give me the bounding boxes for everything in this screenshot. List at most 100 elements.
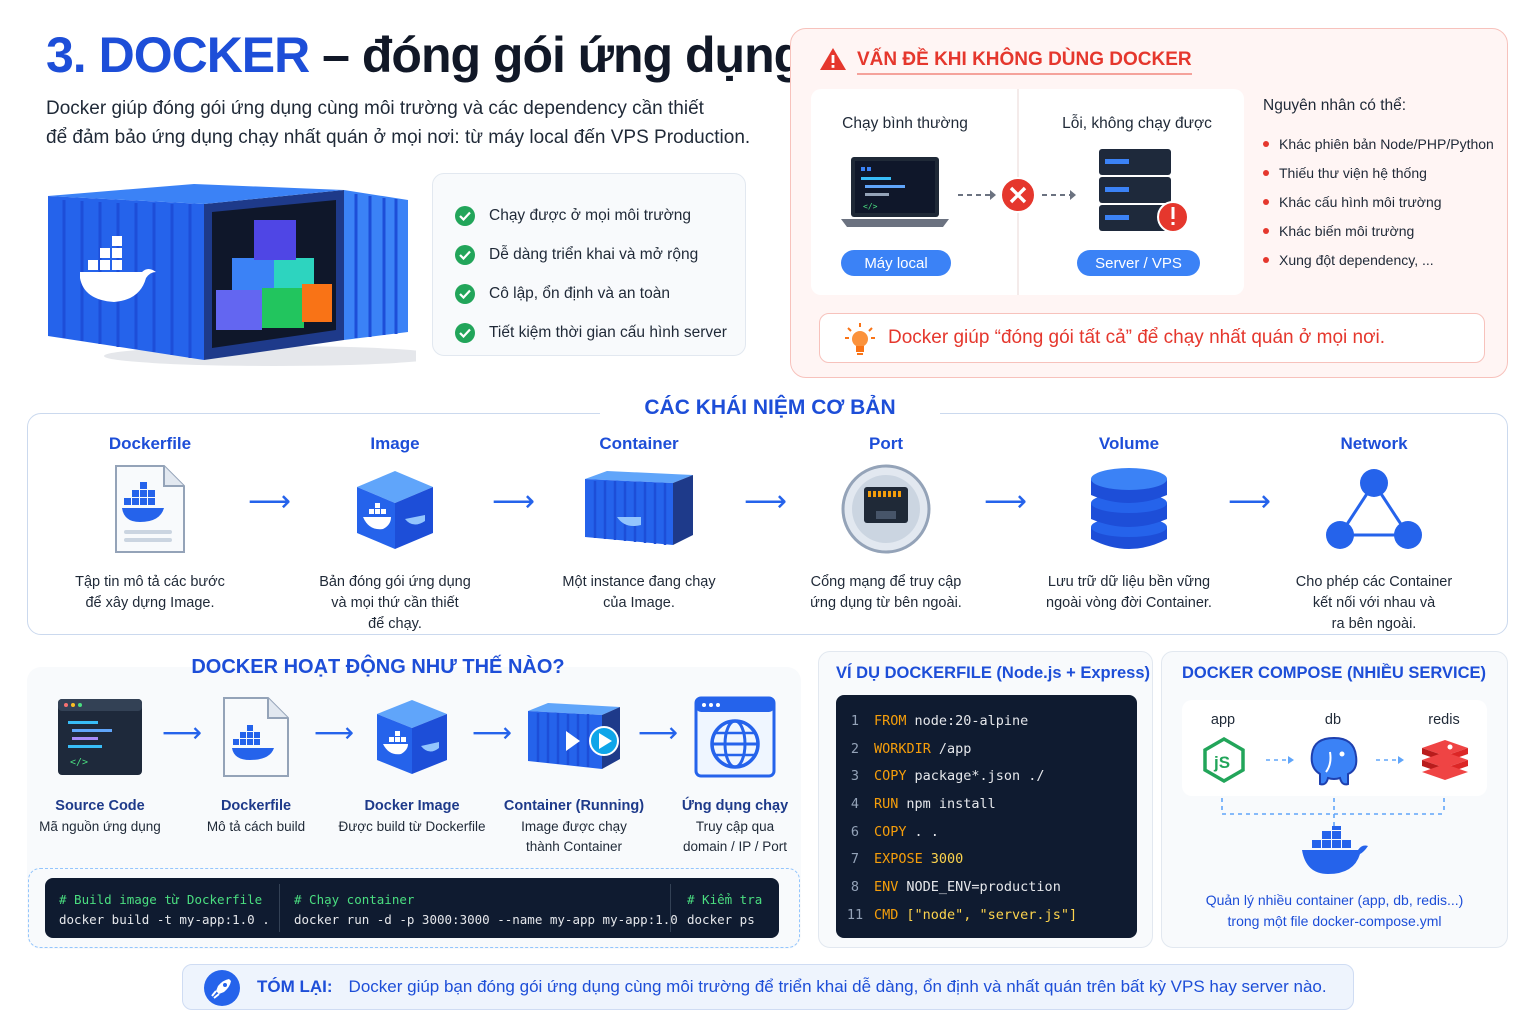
bullet (1263, 256, 1269, 263)
step-desc: Image được chạy (521, 819, 627, 834)
docker-whale-icon (1302, 826, 1368, 874)
causes-list: Nguyên nhân có thể: Khác phiên bản Node/… (1263, 97, 1503, 274)
summary-label: TÓM LẠI: (257, 977, 333, 996)
step-desc: Được build từ Dockerfile (338, 819, 486, 834)
database-volume-icon (1091, 468, 1167, 549)
code-keyword: ENV (874, 878, 899, 895)
postgresql-icon (1310, 736, 1358, 786)
tip-box: Docker giúp “đóng gói tất cả” để chạy nh… (819, 313, 1485, 363)
service-redis-label: redis (1428, 712, 1460, 728)
intro-line-2: để đảm bảo ứng dụng chạy nhất quán ở mọi… (46, 127, 751, 148)
command-text: docker ps (687, 912, 755, 927)
benefit-label: Chạy được ở mọi môi trường (489, 206, 691, 224)
dockerfile-icon (223, 697, 289, 777)
step-container-running: Container (Running) Image được chạy thành… (494, 694, 654, 857)
benefit-label: Dễ dàng triển khai và mở rộng (489, 245, 699, 263)
cause-item: Khác phiên bản Node/PHP/Python (1263, 129, 1503, 158)
service-db-label: db (1324, 712, 1342, 728)
local-machine-label: Máy local (841, 250, 951, 276)
code-keyword: WORKDIR (874, 740, 931, 757)
rocket-icon (204, 970, 240, 1006)
compose-description: Quản lý nhiều container (app, db, redis.… (1166, 890, 1503, 932)
command-comment: # Kiểm tra (687, 892, 763, 907)
redis-icon (1422, 740, 1468, 780)
check-icon (455, 205, 475, 226)
code-keyword: RUN (874, 795, 899, 812)
benefit-item: Chạy được ở mọi môi trường (455, 196, 745, 235)
code-keyword: CMD (874, 906, 899, 923)
code-editor-icon: </> (58, 699, 142, 775)
how-title: DOCKER HOẠT ĐỘNG NHƯ THẾ NÀO? (191, 656, 565, 678)
title-rest: – đóng gói ứng dụng (322, 27, 804, 83)
concept-name: Network (1340, 434, 1408, 453)
line-number: 4 (850, 795, 860, 812)
cause-label: Thiếu thư viện hệ thống (1279, 164, 1427, 181)
fail-caption: Lỗi, không chạy được (1062, 115, 1212, 132)
arrow-right-icon: ⟶ (472, 717, 513, 748)
intro-text: Docker giúp đóng gói ứng dụng cùng môi t… (46, 94, 776, 152)
concept-name: Volume (1098, 434, 1160, 453)
concept-desc: và mọi thứ cần thiết (331, 595, 459, 611)
check-icon (455, 244, 475, 265)
compose-title: DOCKER COMPOSE (NHIỀU SERVICE) (1181, 664, 1487, 682)
line-number: 8 (850, 878, 860, 895)
step-name: Container (Running) (503, 798, 645, 814)
benefit-label: Cô lập, ổn định và an toàn (489, 284, 670, 302)
server-icon (1099, 149, 1187, 233)
step-name: Dockerfile (220, 798, 292, 814)
problem-title: VẤN ĐỀ KHI KHÔNG DÙNG DOCKER (857, 49, 1192, 75)
command-comment: # Chạy container (294, 892, 415, 907)
warning-icon (820, 48, 846, 70)
arrow-right-icon: ⟶ (492, 485, 536, 518)
cause-item: Xung đột dependency, ... (1263, 245, 1503, 274)
step-name: Ứng dụng chạy (681, 798, 789, 814)
code-value: node:20-alpine (914, 712, 1029, 729)
concept-desc: kết nối với nhau và (1312, 595, 1436, 611)
concept-desc: ra bên ngoài. (1331, 616, 1417, 632)
dockerfile-example-title: VÍ DỤ DOCKERFILE (Node.js + Express) (836, 664, 1151, 682)
cause-item: Khác biến môi trường (1263, 216, 1503, 245)
cause-item: Khác cấu hình môi trường (1263, 187, 1503, 216)
nodejs-icon: jS (1203, 736, 1245, 784)
line-number: 1 (850, 712, 860, 729)
image-cube-icon (357, 471, 433, 549)
command-text: docker build -t my-app:1.0 . (59, 912, 270, 927)
laptop-icon: </> (841, 157, 949, 227)
browser-globe-icon (694, 696, 776, 778)
bullet (1263, 198, 1269, 205)
step-dockerfile: Dockerfile Mô tả cách build (176, 694, 336, 837)
benefit-item: Tiết kiệm thời gian cấu hình server (455, 313, 745, 352)
command-divider (279, 884, 280, 932)
concept-desc: Bản đóng gói ứng dụng (319, 574, 471, 590)
causes-title: Nguyên nhân có thể: (1263, 97, 1407, 114)
benefit-item: Cô lập, ổn định và an toàn (455, 274, 745, 313)
ps-command: # Kiểm tra docker ps (687, 890, 762, 930)
benefit-item: Dễ dàng triển khai và mở rộng (455, 235, 745, 274)
cause-label: Xung đột dependency, ... (1279, 251, 1434, 268)
step-desc: thành Container (525, 839, 623, 854)
server-label: Server / VPS (1077, 250, 1200, 276)
check-icon (455, 322, 475, 343)
command-divider (670, 884, 671, 932)
arrow-right-icon: ⟶ (984, 485, 1028, 518)
code-value: npm install (906, 795, 996, 812)
network-icon (1326, 469, 1422, 549)
bullet (1263, 140, 1269, 147)
concept-desc: để xây dựng Image. (85, 595, 215, 611)
cause-item: Thiếu thư viện hệ thống (1263, 158, 1503, 187)
svg-text:</>: </> (863, 202, 878, 211)
service-app-label: app (1210, 712, 1236, 728)
